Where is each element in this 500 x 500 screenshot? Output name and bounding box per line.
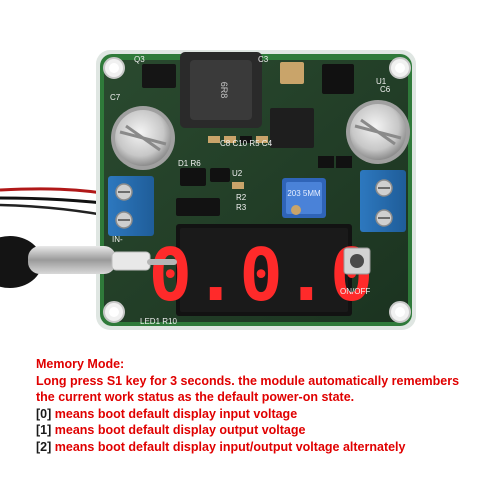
caption-item-text: means boot default display input/output … bbox=[51, 439, 406, 454]
caption-item-1: [1] means boot default display output vo… bbox=[36, 422, 476, 439]
inductor-label: 6R8 bbox=[219, 82, 229, 99]
label-onoff: ON/OFF bbox=[340, 287, 370, 296]
display-readout: 0.0.0 bbox=[149, 233, 376, 317]
label-c8: C8 C10 R5 C4 bbox=[220, 139, 273, 148]
caption-item-0: [0] means boot default display input vol… bbox=[36, 406, 476, 423]
caption-title: Memory Mode: bbox=[36, 357, 125, 371]
label-u2: U2 bbox=[232, 169, 243, 178]
voltage-probe bbox=[0, 236, 177, 288]
caption-intro-line-2: the current work status as the default p… bbox=[36, 390, 355, 405]
caption-item-text: means boot default display input voltage bbox=[51, 406, 298, 421]
caption-item-key: [2] bbox=[36, 439, 52, 454]
label-c6: C6 bbox=[380, 85, 391, 94]
board-silkscreen: C7 C6 U1 U2 Q3 C3 C8 C10 R5 C4 D1 R6 R2 … bbox=[110, 55, 391, 326]
voltage-module-board: 6R8 bbox=[0, 50, 416, 330]
caption-item-key: [0] bbox=[36, 406, 52, 421]
mounting-holes bbox=[103, 57, 411, 323]
trimmer-potentiometer: 203 5MM bbox=[282, 178, 326, 218]
label-q3: Q3 bbox=[134, 55, 145, 64]
caption-intro-line-1: Long press S1 key for 3 seconds. the mod… bbox=[36, 373, 460, 388]
product-photo: 6R8 bbox=[0, 50, 416, 330]
memory-mode-caption: Memory Mode: Long press S1 key for 3 sec… bbox=[36, 356, 476, 456]
label-r2: R2 bbox=[236, 193, 247, 202]
capacitor-left bbox=[111, 106, 175, 170]
output-terminal-block bbox=[360, 170, 406, 232]
caption-item-key: [1] bbox=[36, 423, 52, 438]
smd-components bbox=[142, 62, 354, 216]
capacitor-right bbox=[346, 100, 410, 164]
seven-segment-display: 0.0.0 bbox=[149, 224, 376, 317]
inductor: 6R8 bbox=[180, 52, 262, 128]
label-c3: C3 bbox=[258, 55, 269, 64]
input-terminal-block bbox=[108, 176, 154, 236]
caption-item-text: means boot default display output voltag… bbox=[51, 423, 306, 438]
trimmer-label: 203 5MM bbox=[287, 189, 321, 198]
caption-item-2: [2] means boot default display input/out… bbox=[36, 439, 476, 456]
label-u1: U1 bbox=[376, 77, 387, 86]
label-led: LED1 R10 bbox=[140, 317, 177, 326]
on-off-button bbox=[343, 247, 371, 275]
label-c7: C7 bbox=[110, 93, 121, 102]
label-d1: D1 R6 bbox=[178, 159, 201, 168]
label-r3: R3 bbox=[236, 203, 247, 212]
label-in: IN- bbox=[112, 235, 123, 244]
